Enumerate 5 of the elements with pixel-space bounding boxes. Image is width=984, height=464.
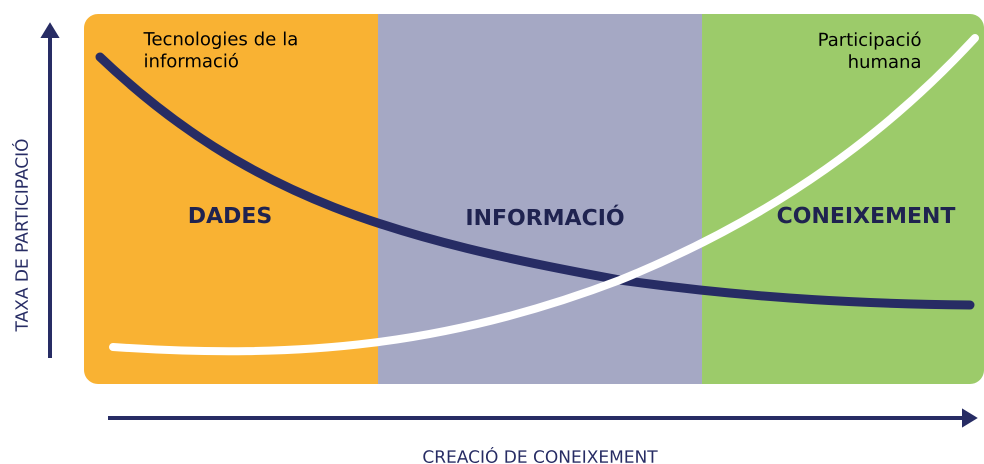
curve-label: Tecnologies de la informació (144, 32, 297, 68)
curve-label: Participació humana (819, 32, 921, 68)
band: INFORMACIÓ (378, 14, 702, 384)
axis-label: TAXA DE PARTICIPACIÓ (12, 139, 28, 332)
axis-label: CREACIÓ DE CONEIXEMENT (423, 447, 658, 463)
